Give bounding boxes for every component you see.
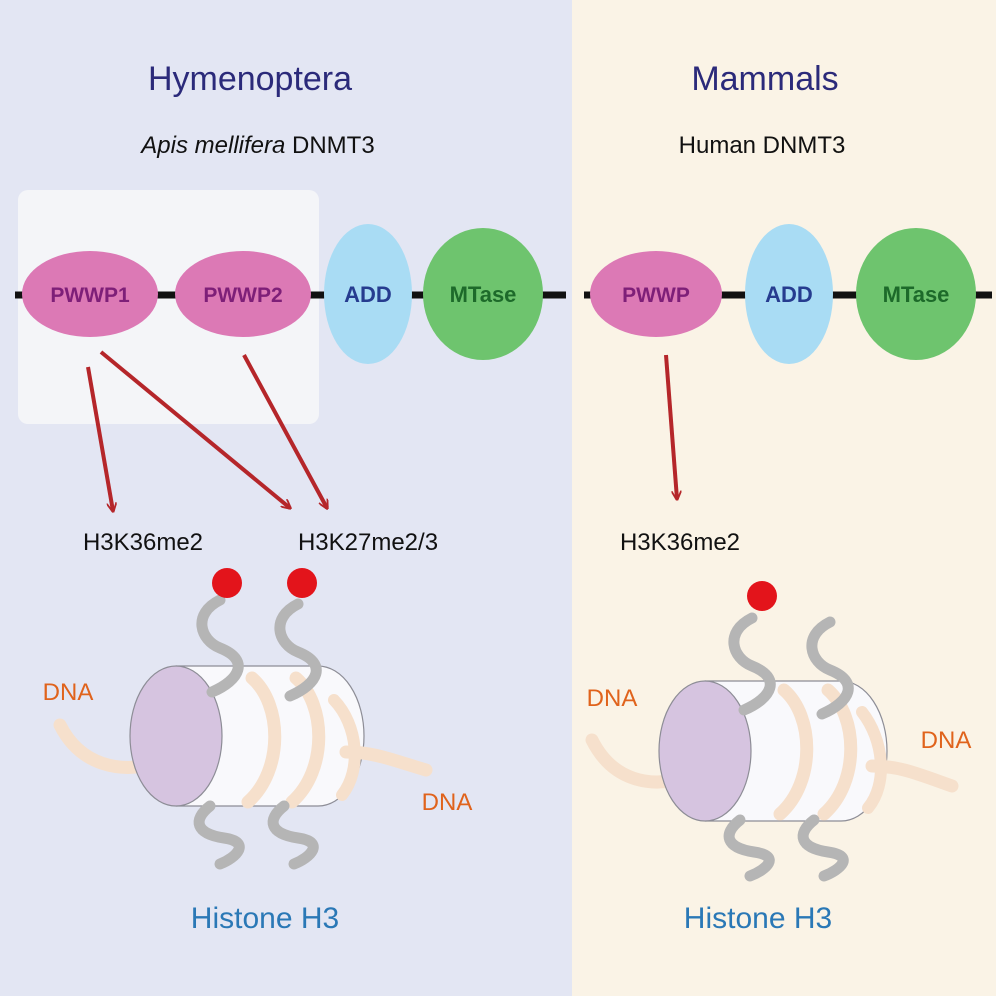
left-group-title: Hymenoptera xyxy=(148,60,352,98)
left-domain-pwwp1: PWWP1 xyxy=(22,251,158,337)
left-histone-tail-top-2 xyxy=(274,598,322,702)
left-nucleosome xyxy=(53,568,433,870)
left-histone-tail-bottom-2 xyxy=(267,800,319,870)
arrow-pwwp2-to-h3k27me xyxy=(242,354,327,508)
right-dna-wrap-1 xyxy=(773,683,814,821)
right-mtase-label: MTase xyxy=(883,282,950,307)
pwwp-highlight-box xyxy=(18,190,319,424)
left-histone-label: Histone H3 xyxy=(191,902,339,935)
add-label: ADD xyxy=(344,282,392,307)
left-species-name: Apis mellifera xyxy=(139,132,285,159)
right-domain-mtase: MTase xyxy=(856,228,976,360)
mtase-label: MTase xyxy=(450,282,517,307)
left-protein-name: DNMT3 xyxy=(285,132,374,159)
right-histone-tail-bottom-2 xyxy=(797,814,849,882)
left-panel: Hymenoptera Apis mellifera DNMT3 PWWP1 P… xyxy=(15,60,566,935)
right-add-label: ADD xyxy=(765,282,813,307)
left-domain-add: ADD xyxy=(324,224,412,364)
left-nucleosome-face xyxy=(129,665,223,807)
right-domain-add: ADD xyxy=(745,224,833,364)
right-histone-tail-top-2 xyxy=(806,616,854,720)
right-dna-label-2: DNA xyxy=(921,727,972,754)
pwwp-domain-shape xyxy=(590,251,722,337)
right-dna-strand-out xyxy=(865,759,959,793)
arrow-pwwp-to-h3k36me2 xyxy=(664,354,677,499)
add-domain-shape xyxy=(324,224,412,364)
right-protein-title: Human DNMT3 xyxy=(679,132,846,159)
mtase-domain-shape xyxy=(423,228,543,360)
arrow-pwwp1-to-h3k27me xyxy=(99,350,290,508)
right-domain-pwwp: PWWP xyxy=(590,251,722,337)
left-histone-tail-top-1 xyxy=(196,594,244,698)
right-panel: Mammals Human DNMT3 PWWP ADD MTase H3K36… xyxy=(584,60,992,935)
pwwp1-label: PWWP1 xyxy=(50,284,130,307)
left-methyl-mark-2 xyxy=(287,568,317,598)
right-add-domain-shape xyxy=(745,224,833,364)
left-methyl-mark-1 xyxy=(212,568,242,598)
left-domain-pwwp2: PWWP2 xyxy=(175,251,311,337)
left-mark-h3k36me2: H3K36me2 xyxy=(83,529,203,556)
right-panel-background xyxy=(572,0,996,996)
left-mark-h3k27me2-3: H3K27me2/3 xyxy=(298,529,438,556)
pwwp-label: PWWP xyxy=(622,284,690,307)
left-protein-title: Apis mellifera DNMT3 xyxy=(139,132,374,159)
right-group-title: Mammals xyxy=(691,60,838,98)
left-dna-wrap-1 xyxy=(241,671,282,809)
right-histone-label: Histone H3 xyxy=(684,902,832,935)
right-mark-h3k36me2: H3K36me2 xyxy=(620,529,740,556)
right-methyl-mark xyxy=(747,581,777,611)
left-dna-label-1: DNA xyxy=(43,679,94,706)
arrow-pwwp1-to-h3k36me2 xyxy=(86,366,113,511)
left-dna-label-2: DNA xyxy=(422,789,473,816)
right-histone-tail-top-1 xyxy=(728,612,776,716)
right-mtase-domain-shape xyxy=(856,228,976,360)
left-dna-strand-out xyxy=(339,745,433,777)
right-nucleosome-face xyxy=(658,680,752,822)
left-histone-tail-bottom-1 xyxy=(193,800,245,870)
pwwp1-domain-shape xyxy=(22,251,158,337)
right-histone-tail-bottom-1 xyxy=(723,814,775,882)
pwwp2-domain-shape xyxy=(175,251,311,337)
right-dna-label-1: DNA xyxy=(587,685,638,712)
right-nucleosome xyxy=(585,581,959,882)
pwwp2-label: PWWP2 xyxy=(203,284,282,307)
left-domain-mtase: MTase xyxy=(423,228,543,360)
